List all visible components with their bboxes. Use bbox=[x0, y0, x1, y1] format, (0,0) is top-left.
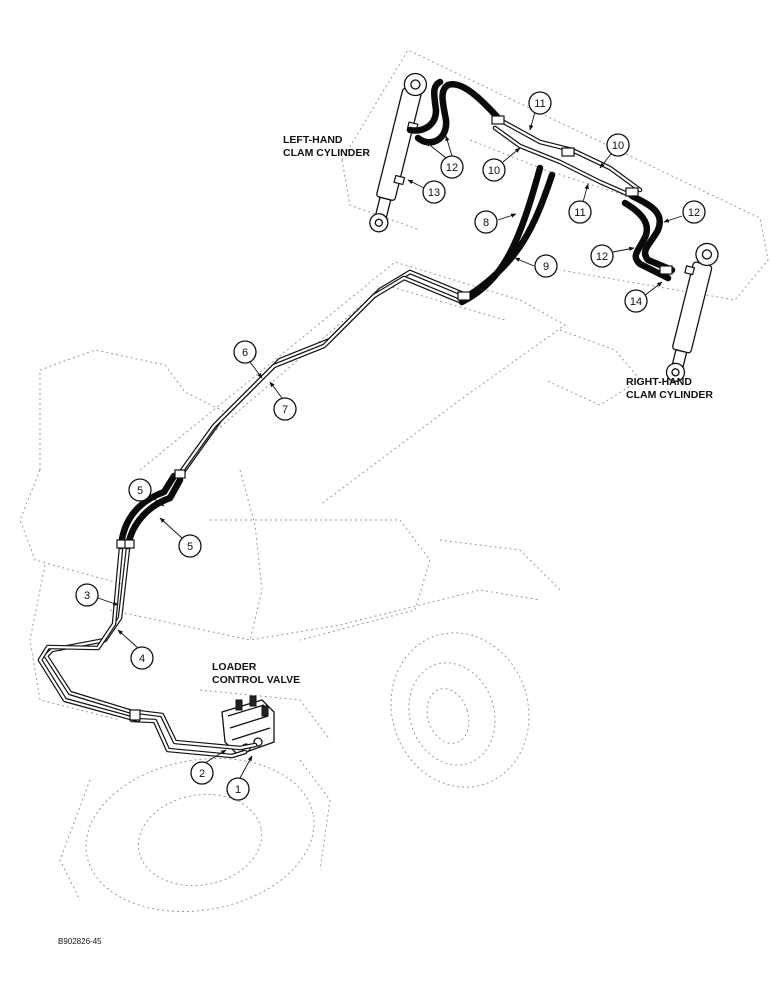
left-cylinder-label-line1: LEFT-HAND bbox=[283, 134, 343, 146]
callout-13-text: 13 bbox=[428, 187, 440, 199]
callout-9-text: 9 bbox=[543, 261, 549, 273]
right-clam-cylinder bbox=[665, 242, 719, 382]
callout-9 bbox=[534, 254, 558, 278]
callout-7-text: 7 bbox=[282, 404, 288, 416]
callout-3-text: 3 bbox=[84, 590, 90, 602]
callout-1-text: 1 bbox=[235, 784, 241, 796]
control-valve-label-line1: LOADER bbox=[212, 661, 257, 673]
callout-2-text: 2 bbox=[199, 768, 205, 780]
hose-fittings bbox=[116, 115, 673, 721]
callout-14 bbox=[624, 289, 648, 313]
control-valve-label-line2: CONTROL VALVE bbox=[212, 674, 300, 686]
callout-12b bbox=[682, 200, 706, 224]
callout-11b-text: 11 bbox=[574, 207, 585, 219]
callout-10b bbox=[606, 133, 630, 157]
callout-8 bbox=[474, 210, 498, 234]
callouts: 1 2 3 4 5 5 6 7 8 9 bbox=[75, 91, 706, 801]
callout-5b bbox=[178, 534, 202, 558]
callout-5b-text: 5 bbox=[187, 541, 193, 553]
text-labels: LEFT-HAND CLAM CYLINDER RIGHT-HAND CLAM … bbox=[58, 134, 713, 946]
callout-12c bbox=[590, 244, 614, 268]
callout-14-text: 14 bbox=[630, 296, 642, 308]
callout-11a-text: 11 bbox=[534, 98, 545, 110]
right-cylinder-label-line2: CLAM CYLINDER bbox=[626, 389, 713, 401]
callout-12a bbox=[440, 155, 464, 179]
callout-12c-text: 12 bbox=[596, 251, 608, 263]
callout-10a-text: 10 bbox=[488, 165, 500, 177]
hoses bbox=[117, 78, 676, 550]
left-clam-cylinder bbox=[369, 72, 428, 233]
callout-6 bbox=[233, 340, 257, 364]
callout-13 bbox=[422, 180, 446, 204]
callout-5a bbox=[128, 478, 152, 502]
reference-code: B902826-45 bbox=[58, 937, 102, 946]
callout-8-text: 8 bbox=[483, 217, 489, 229]
callout-1 bbox=[226, 777, 250, 801]
callout-12a-text: 12 bbox=[446, 162, 458, 174]
callout-7 bbox=[273, 397, 297, 421]
callout-10a bbox=[482, 158, 506, 182]
callout-11a bbox=[528, 91, 552, 115]
callout-4-text: 4 bbox=[139, 653, 145, 665]
callout-12b-text: 12 bbox=[688, 207, 700, 219]
right-cylinder-label-line1: RIGHT-HAND bbox=[626, 376, 692, 388]
callout-11b bbox=[568, 200, 592, 224]
callout-2 bbox=[190, 761, 214, 785]
steel-tubes bbox=[37, 117, 643, 759]
callout-10b-text: 10 bbox=[612, 140, 624, 152]
callout-4 bbox=[130, 646, 154, 670]
callout-6-text: 6 bbox=[242, 347, 248, 359]
left-cylinder-label-line2: CLAM CYLINDER bbox=[283, 147, 370, 159]
callout-3 bbox=[75, 583, 99, 607]
callout-5a-text: 5 bbox=[137, 485, 143, 497]
